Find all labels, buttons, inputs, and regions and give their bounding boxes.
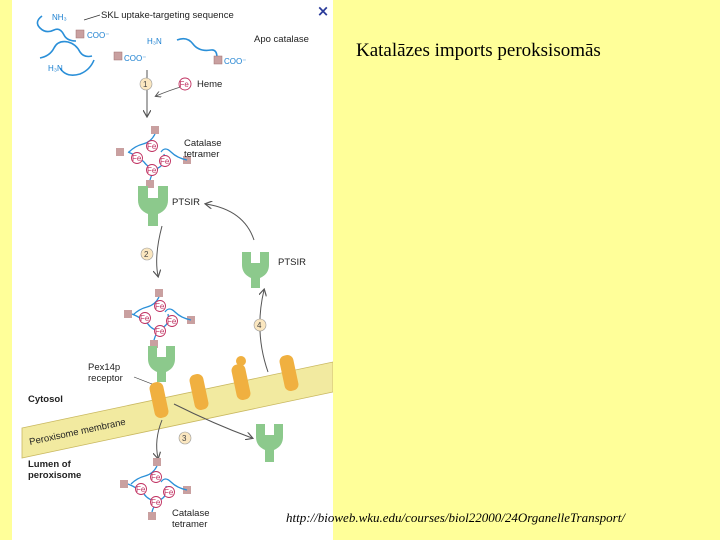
tetramer-fe-symbol: Fe — [132, 154, 142, 163]
tetramer-fe-symbol: Fe — [167, 317, 177, 326]
ptsir-label-free: PTSIR — [278, 257, 306, 268]
tetramer-fe-symbol: Fe — [155, 327, 165, 336]
cytosol-label: Cytosol — [28, 394, 63, 405]
h3n-label-1: H₃N — [147, 37, 162, 46]
coo-label-3: COO⁻ — [224, 57, 246, 66]
tetramer-fe-symbol: Fe — [155, 302, 165, 311]
apo-catalase-chains — [36, 14, 223, 76]
step-4-number: 4 — [257, 321, 262, 330]
heme-label: Heme — [197, 79, 222, 90]
catalase-lumen-label-2: tetramer — [172, 519, 207, 530]
step-3-number: 3 — [182, 434, 187, 443]
coo-label-1: COO⁻ — [87, 31, 109, 40]
lumen-label-2: peroxisome — [28, 470, 81, 481]
figure-svg: NH₃ SKL uptake-targeting sequence COO⁻ H… — [21, 10, 333, 530]
source-url-link[interactable]: http://bioweb.wku.edu/courses/biol22000/… — [286, 510, 625, 525]
catalase-import-figure: NH₃ SKL uptake-targeting sequence COO⁻ H… — [12, 0, 333, 540]
catalase-label-2: tetramer — [184, 149, 219, 160]
nh3-label: NH₃ — [52, 13, 67, 22]
ptsir-receptor-released — [256, 424, 283, 462]
pex14p-label-1: Pex14p — [88, 362, 120, 373]
step-2-badge — [140, 247, 154, 261]
slide-title: Katalāzes imports peroksisomās — [356, 40, 601, 61]
tetramer-fe-symbol: Fe — [164, 488, 174, 497]
skl-sequence-label: SKL uptake-targeting sequence — [101, 10, 234, 21]
tetramer-fe-symbol: Fe — [147, 142, 157, 151]
step-3-badge — [178, 431, 192, 445]
close-icon[interactable]: × — [316, 2, 330, 20]
heme-icon — [178, 77, 192, 91]
pex14p-label-2: receptor — [88, 373, 123, 384]
heme-fe-symbol: Fe — [180, 80, 190, 89]
tetramer-fe-symbol: Fe — [136, 485, 146, 494]
step-1-badge — [139, 77, 153, 91]
ptsir-receptor-bound — [138, 186, 168, 226]
h3n-label-2: H₃N — [48, 64, 63, 73]
tetramer-fe-symbol: Fe — [151, 498, 161, 507]
catalase-label-1: Catalase — [184, 138, 222, 149]
step-1-number: 1 — [143, 80, 148, 89]
apo-catalase-label: Apo catalase — [254, 34, 309, 45]
ptsir-label-bound: PTSIR — [172, 197, 200, 208]
tetramer-fe-symbol: Fe — [160, 157, 170, 166]
coo-label-2: COO⁻ — [124, 54, 146, 63]
tetramer-fe-symbol: Fe — [140, 314, 150, 323]
peroxisome-membrane — [21, 355, 333, 459]
tetramer-fe-symbol: Fe — [147, 166, 157, 175]
receptor-release-arrow — [173, 403, 252, 438]
step-4-badge — [253, 318, 267, 332]
receptor-recycle-arrow — [206, 204, 255, 241]
tetramer-fe-symbol: Fe — [151, 473, 161, 482]
step-2-number: 2 — [144, 250, 149, 259]
step-4-arrow — [260, 290, 269, 373]
ptsir-receptor-free — [242, 252, 269, 288]
catalase-lumen-label-1: Catalase — [172, 508, 210, 519]
step-2-arrow — [157, 225, 163, 276]
step-3-arrow — [157, 419, 163, 458]
lumen-label-1: Lumen of — [28, 459, 72, 470]
